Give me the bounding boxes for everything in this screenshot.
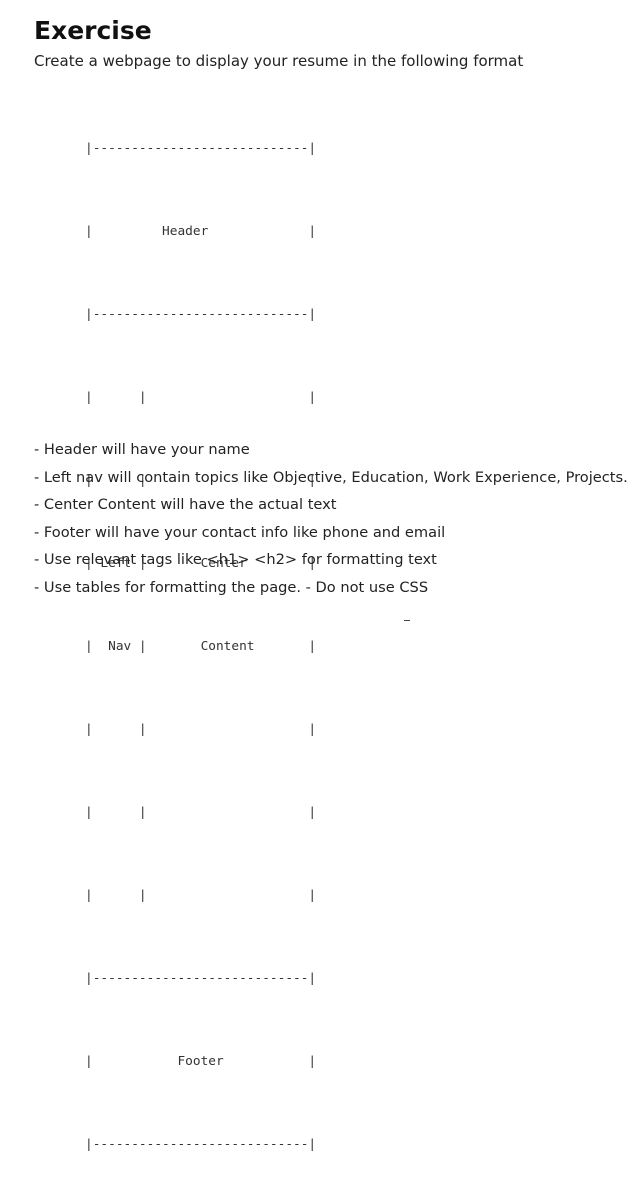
- instruction-list: - Header will have your name - Left nav …: [34, 436, 628, 601]
- page-title: Exercise: [34, 16, 152, 45]
- diagram-line-bottom-border: |----------------------------|: [85, 1136, 317, 1152]
- instruction-left-nav: - Left nav will contain topics like Obje…: [34, 468, 628, 486]
- diagram-line-body: | | |: [85, 887, 317, 903]
- diagram-line-body: | | |: [85, 721, 317, 737]
- diagram-line-header-divider: |----------------------------|: [85, 307, 317, 323]
- instruction-footer: - Footer will have your contact info lik…: [34, 523, 446, 541]
- diagram-line-top-border: |----------------------------|: [85, 141, 317, 157]
- diagram-line-nav-content: | Nav | Content |: [85, 639, 317, 655]
- diagram-line-header: | Header |: [85, 224, 317, 240]
- diagram-line-footer: | Footer |: [85, 1053, 317, 1069]
- diagram-line-footer-divider: |----------------------------|: [85, 970, 317, 986]
- diagram-line-body: | | |: [85, 390, 317, 406]
- diagram-line-body: | | |: [85, 473, 317, 489]
- diagram-line-left-center: | Left | Center |: [85, 556, 317, 572]
- diagram-line-body: | | |: [85, 804, 317, 820]
- layout-diagram: |----------------------------| | Header …: [85, 80, 316, 1186]
- intro-text: Create a webpage to display your resume …: [34, 52, 524, 70]
- instruction-header: - Header will have your name: [34, 441, 250, 458]
- instruction-center-content: - Center Content will have the actual te…: [34, 496, 337, 513]
- stray-mark: [404, 620, 410, 621]
- instruction-tables: - Use tables for formatting the page. - …: [34, 578, 429, 596]
- instruction-tags: - Use relevant tags like <h1> <h2> for f…: [34, 551, 437, 568]
